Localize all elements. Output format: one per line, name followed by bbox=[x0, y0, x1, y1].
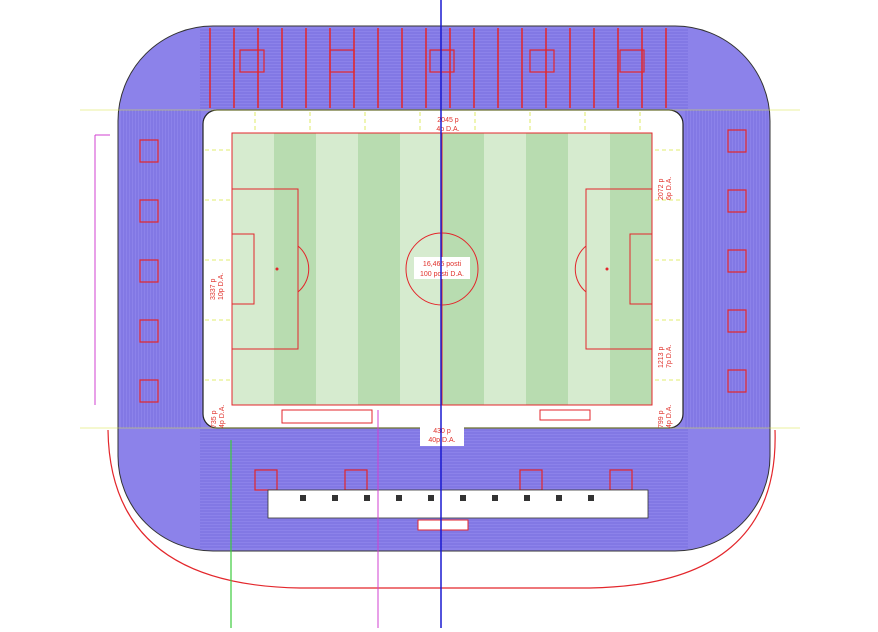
vomitory bbox=[139, 139, 159, 163]
vomitory bbox=[529, 49, 555, 73]
southwest-disabled-label: 4p D.A. bbox=[219, 405, 226, 428]
column bbox=[332, 495, 338, 501]
southeast-disabled-label: 4p D.A. bbox=[666, 405, 673, 428]
pitch-stripe bbox=[358, 133, 400, 405]
column bbox=[460, 495, 466, 501]
pitch-markings bbox=[231, 132, 653, 424]
vomitory bbox=[727, 249, 747, 273]
west-seats-label: 3337 p bbox=[210, 278, 217, 300]
north-seats-label: 2045 p bbox=[437, 117, 459, 124]
vomitory bbox=[727, 309, 747, 333]
south-label-box bbox=[420, 426, 464, 446]
west-disabled-label: 10p D.A. bbox=[218, 273, 225, 300]
vomitory bbox=[139, 379, 159, 403]
vomitory bbox=[239, 49, 265, 73]
perimeter-arc bbox=[107, 429, 776, 589]
column bbox=[588, 495, 594, 501]
column bbox=[300, 495, 306, 501]
concourse-structures bbox=[300, 495, 594, 531]
east-upper-disabled-label: 6p D.A. bbox=[666, 177, 673, 200]
southwest-seats-label: 735 p bbox=[211, 410, 218, 428]
pitch-stripe bbox=[610, 133, 652, 405]
east-lower-disabled-label: 7p D.A. bbox=[666, 345, 673, 368]
center-seats-label: 16,465 posti bbox=[423, 261, 462, 268]
vomitory bbox=[139, 319, 159, 343]
column bbox=[396, 495, 402, 501]
south-concourse bbox=[267, 489, 649, 519]
column bbox=[492, 495, 498, 501]
center-label-box bbox=[414, 257, 470, 279]
east-upper-seats-label: 2072 p bbox=[658, 178, 665, 200]
vomitory bbox=[429, 49, 455, 73]
east-lower-seats-label: 1213 p bbox=[658, 346, 665, 368]
entrance-box bbox=[417, 519, 469, 531]
pitch-stripe bbox=[316, 133, 358, 405]
center-disabled-label: 100 posti D.A. bbox=[420, 271, 464, 278]
column bbox=[556, 495, 562, 501]
column bbox=[364, 495, 370, 501]
pitch-stripe bbox=[274, 133, 316, 405]
south-disabled-label: 40p D.A. bbox=[428, 437, 455, 444]
pitch-stripe bbox=[568, 133, 610, 405]
vomitory bbox=[139, 199, 159, 223]
vomitory bbox=[727, 129, 747, 153]
column bbox=[524, 495, 530, 501]
vomitory bbox=[727, 369, 747, 393]
column bbox=[428, 495, 434, 501]
vomitory bbox=[727, 189, 747, 213]
pitch-stripe bbox=[232, 133, 274, 405]
vomitory bbox=[139, 259, 159, 283]
southeast-seats-label: 799 p bbox=[658, 410, 665, 428]
vomitory bbox=[619, 49, 645, 73]
north-disabled-label: 4p D.A. bbox=[436, 126, 459, 133]
south-seats-label: 430 p bbox=[433, 428, 451, 435]
pitch-stripe bbox=[484, 133, 526, 405]
pitch-stripe bbox=[526, 133, 568, 405]
vomitory bbox=[254, 469, 278, 491]
